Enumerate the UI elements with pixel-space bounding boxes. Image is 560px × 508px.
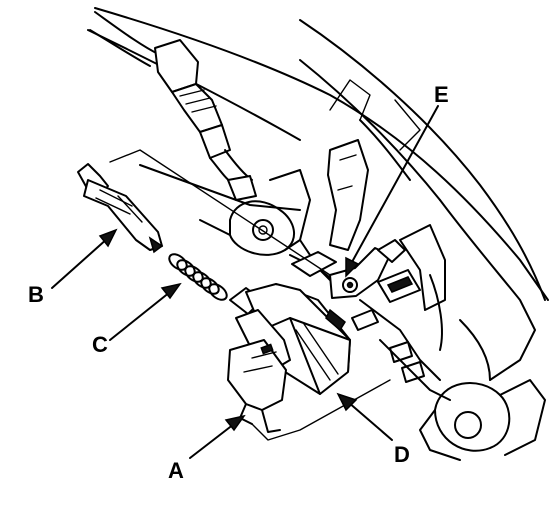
leader-b bbox=[51, 237, 109, 289]
part-a-clip bbox=[227, 309, 291, 433]
arrowhead-e bbox=[345, 256, 360, 278]
arrowhead-d bbox=[336, 392, 358, 412]
arrowhead-c bbox=[160, 282, 182, 300]
leader-d bbox=[347, 401, 393, 441]
callout-b: B bbox=[28, 282, 44, 307]
callout-c: C bbox=[92, 332, 108, 357]
arrowhead-b bbox=[98, 228, 118, 248]
part-b-plunger bbox=[77, 163, 164, 254]
callout-d: D bbox=[394, 442, 410, 467]
callout-e: E bbox=[434, 82, 449, 107]
leader-c bbox=[109, 291, 171, 341]
bracket-housing bbox=[87, 7, 549, 461]
callout-a: A bbox=[168, 458, 184, 483]
leader-arrows bbox=[51, 105, 439, 459]
part-c-spring bbox=[168, 253, 228, 301]
arrowhead-a bbox=[224, 414, 246, 432]
leader-a bbox=[189, 423, 235, 459]
leader-e bbox=[351, 105, 439, 263]
